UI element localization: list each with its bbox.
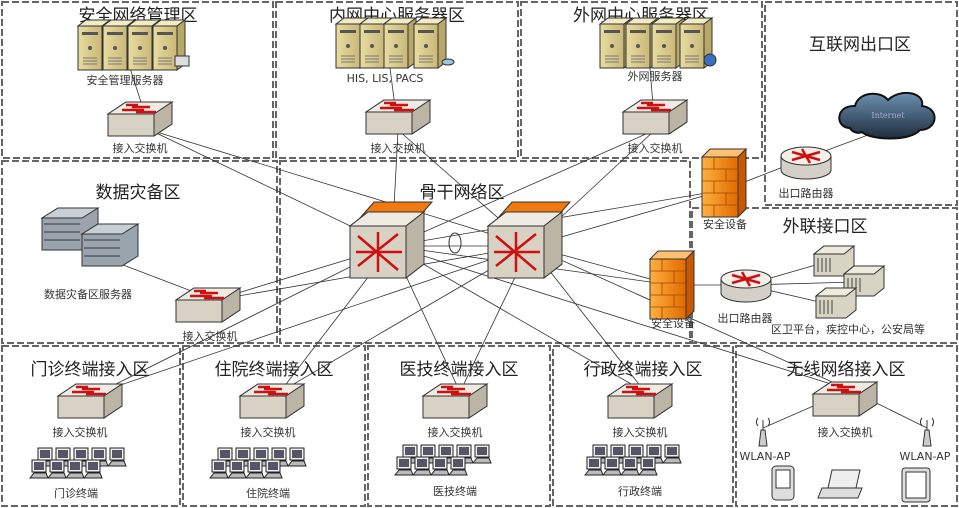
- access-switch-medtech[interactable]: [421, 382, 489, 420]
- link-sw_sec-core2: [149, 129, 531, 247]
- zone-internet-exit: [764, 1, 958, 206]
- link-sw_ex-core1: [391, 129, 656, 247]
- zone-title-wireless: 无线网络接入区: [787, 360, 906, 380]
- internet-cloud: Internet: [838, 91, 936, 140]
- access-switch-label: 接入交换机: [428, 425, 483, 439]
- zone-title-medtech: 医技终端接入区: [400, 360, 519, 380]
- inpatient-terminals-label: 住院终端: [246, 486, 290, 500]
- wlan-ap-2[interactable]: [919, 417, 935, 447]
- wlan-ap-1[interactable]: [755, 417, 771, 447]
- external-partners-label: 区卫平台，疾控中心，公安局等: [771, 322, 925, 336]
- wlan-ap-1-label: WLAN-AP: [740, 450, 791, 463]
- core-switch-2[interactable]: [486, 200, 572, 280]
- zone-disaster-backup: [1, 160, 278, 344]
- zone-security-mgmt: [1, 1, 274, 159]
- security-servers-label: 安全管理服务器: [87, 73, 164, 87]
- zone-title-inpatient: 住院终端接入区: [215, 360, 334, 380]
- exit-router-internet[interactable]: [779, 145, 833, 181]
- exit-router-external[interactable]: [719, 268, 773, 304]
- access-switch-label: 接入交换机: [241, 425, 296, 439]
- zone-title-backbone: 骨干网络区: [420, 183, 505, 203]
- exit-router-label-2: 出口路由器: [718, 311, 773, 325]
- security-servers: [77, 19, 190, 71]
- firewall-1-label: 安全设备: [703, 217, 747, 231]
- extranet-servers: [599, 17, 717, 69]
- link-sw_wl-core1: [391, 245, 851, 391]
- zone-title-backup: 数据灾备区: [96, 183, 181, 203]
- pda-icon: [771, 465, 795, 501]
- zone-title-outpatient: 门诊终端接入区: [31, 360, 150, 380]
- access-switch-security[interactable]: [106, 100, 174, 138]
- access-switch-wireless[interactable]: [811, 380, 879, 418]
- monitor-icon: [174, 55, 190, 67]
- intranet-servers-label: HIS, LIS, PACS: [347, 72, 424, 85]
- admin-terminals-label: 行政终端: [618, 484, 662, 498]
- zone-wireless: [735, 345, 958, 507]
- link-aggregation-icon: [448, 232, 462, 254]
- zone-outpatient: [1, 345, 181, 507]
- zone-inpatient: [182, 345, 366, 507]
- access-switch-extranet[interactable]: [621, 98, 689, 136]
- access-switch-label: 接入交换机: [628, 141, 683, 155]
- link-sw_op-core1: [99, 245, 393, 393]
- core-switch-1[interactable]: [348, 200, 434, 280]
- zone-medtech: [367, 345, 551, 507]
- access-switch-label: 接入交换机: [183, 329, 238, 343]
- zone-title-internet-exit: 互联网出口区: [809, 35, 911, 55]
- access-switch-intranet[interactable]: [364, 98, 432, 136]
- access-switch-label: 接入交换机: [818, 425, 873, 439]
- access-switch-label: 接入交换机: [371, 141, 426, 155]
- tablet-icon: [901, 467, 931, 503]
- access-switch-outpatient[interactable]: [56, 382, 124, 420]
- medtech-terminals-label: 医技终端: [433, 484, 477, 498]
- exit-router-label-1: 出口路由器: [779, 186, 834, 200]
- zone-intranet-servers: [275, 1, 519, 159]
- zone-extranet-servers: [520, 1, 763, 159]
- backup-servers: [41, 207, 139, 267]
- link-sw_op-core2: [99, 245, 531, 393]
- globe-icon: [703, 53, 717, 67]
- database-icon: [441, 58, 455, 66]
- wlan-ap-2-label: WLAN-AP: [900, 450, 951, 463]
- zone-title-admin: 行政终端接入区: [584, 360, 703, 380]
- inpatient-terminals: [209, 447, 307, 479]
- backup-servers-label: 数据灾备区服务器: [44, 287, 132, 301]
- outpatient-terminals-label: 门诊终端: [54, 486, 98, 500]
- medtech-terminals: [394, 444, 492, 476]
- admin-terminals: [584, 444, 682, 476]
- extranet-servers-label: 外网服务器: [628, 70, 683, 83]
- access-switch-label: 接入交换机: [113, 141, 168, 155]
- access-switch-label: 接入交换机: [53, 425, 108, 439]
- link-sw_ad-core1: [391, 245, 646, 393]
- firewall-2[interactable]: [649, 250, 695, 320]
- access-switch-label: 接入交换机: [613, 425, 668, 439]
- firewall-2-label: 安全设备: [651, 316, 695, 330]
- laptop-icon: [817, 469, 863, 499]
- access-switch-admin[interactable]: [606, 382, 674, 420]
- outpatient-terminals: [29, 447, 127, 479]
- cloud-label: Internet: [871, 111, 905, 120]
- intranet-servers: [335, 17, 455, 69]
- external-server-3: [815, 287, 857, 319]
- firewall-1[interactable]: [701, 148, 747, 218]
- zone-title-external: 外联接口区: [783, 217, 868, 237]
- link-sw_wl-core2: [529, 245, 851, 391]
- access-switch-inpatient[interactable]: [238, 382, 306, 420]
- zone-admin: [552, 345, 734, 507]
- access-switch-backup[interactable]: [174, 286, 242, 324]
